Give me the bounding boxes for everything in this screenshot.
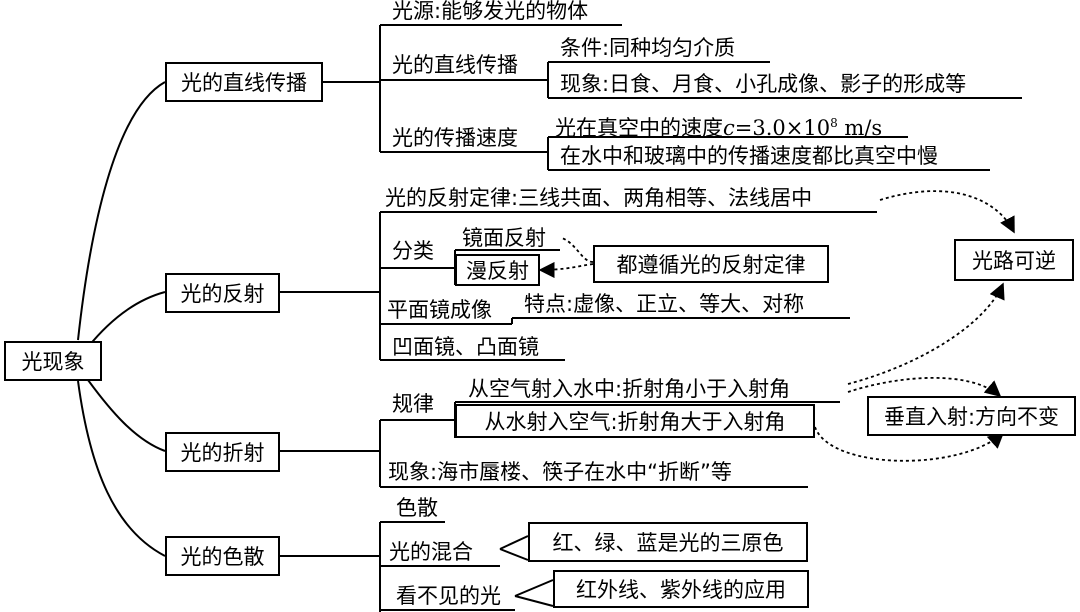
propagation-phenomena-text: 现象:日食、月食、小孔成像、影子的形成等 bbox=[560, 72, 967, 96]
branch-dispersion: 光的色散 bbox=[165, 536, 280, 576]
propagation-condition-text: 条件:同种均匀介质 bbox=[560, 36, 736, 60]
invisible-applications-box: 红外线、紫外线的应用 bbox=[553, 570, 809, 608]
specular-reflection-text: 镜面反射 bbox=[462, 226, 546, 250]
branch-linear-propagation: 光的直线传播 bbox=[165, 62, 323, 102]
connector-root-linear bbox=[77, 81, 166, 341]
primary-colors-box: 红、绿、蓝是光的三原色 bbox=[528, 522, 808, 562]
dotted-arrow-note-to-diffuse bbox=[538, 261, 594, 279]
dotted-arrow-air-water-to-perpendicular bbox=[847, 377, 1002, 398]
speed-unit: m/s bbox=[837, 116, 883, 140]
wedge-invisible bbox=[514, 579, 554, 607]
dotted-arrow-law-to-reversible bbox=[879, 190, 1015, 234]
reversible-light-path-box: 光路可逆 bbox=[954, 239, 1074, 281]
mixing-label: 光的混合 bbox=[389, 540, 473, 564]
root-node: 光现象 bbox=[4, 341, 102, 381]
speed-value: =3.0×10 bbox=[734, 116, 831, 140]
branch-reflection: 光的反射 bbox=[165, 273, 280, 313]
dotted-arrow-refraction-to-reversible bbox=[847, 282, 1005, 385]
reflection-law-note-box: 都遵循光的反射定律 bbox=[593, 245, 829, 283]
propagation-label: 光的直线传播 bbox=[392, 53, 518, 77]
invisible-light-label: 看不见的光 bbox=[396, 584, 501, 608]
wedge-mixing bbox=[499, 535, 529, 561]
reflection-law-text: 光的反射定律:三线共面、两角相等、法线居中 bbox=[385, 186, 813, 210]
connector-root-refraction bbox=[87, 379, 166, 452]
rule-label: 规律 bbox=[392, 392, 434, 416]
branch-refraction: 光的折射 bbox=[165, 432, 280, 472]
curved-mirrors-text: 凹面镜、凸面镜 bbox=[392, 335, 539, 359]
vacuum-speed-text: 光在真空中的速度c=3.0×108 m/s bbox=[555, 109, 882, 142]
refraction-phenomena-text: 现象:海市蜃楼、筷子在水中“折断”等 bbox=[388, 460, 732, 484]
classification-label: 分类 bbox=[392, 239, 434, 263]
speed-exponent: 8 bbox=[830, 116, 838, 130]
plane-mirror-features-text: 特点:虚像、正立、等大、对称 bbox=[524, 292, 805, 316]
air-to-water-text: 从空气射入水中:折射角小于入射角 bbox=[468, 377, 791, 401]
perpendicular-incidence-box: 垂直入射:方向不变 bbox=[867, 396, 1076, 436]
vacuum-speed-prefix: 光在真空中的速度 bbox=[555, 116, 723, 140]
plane-mirror-label: 平面镜成像 bbox=[387, 298, 492, 322]
light-source-text: 光源:能够发光的物体 bbox=[392, 0, 589, 23]
connector-root-reflection bbox=[87, 291, 166, 348]
diffuse-reflection-box: 漫反射 bbox=[455, 254, 540, 286]
connector-root-dispersion bbox=[77, 380, 166, 557]
media-speed-text: 在水中和玻璃中的传播速度都比真空中慢 bbox=[560, 144, 938, 168]
dotted-arrow-water-air-to-perpendicular bbox=[814, 426, 1005, 462]
dotted-link-note-to-specular bbox=[561, 237, 594, 263]
speed-label: 光的传播速度 bbox=[392, 126, 518, 150]
dispersion-item-text: 色散 bbox=[396, 496, 438, 520]
speed-variable: c bbox=[723, 116, 735, 140]
water-to-air-box: 从水射入空气:折射角大于入射角 bbox=[455, 404, 815, 438]
